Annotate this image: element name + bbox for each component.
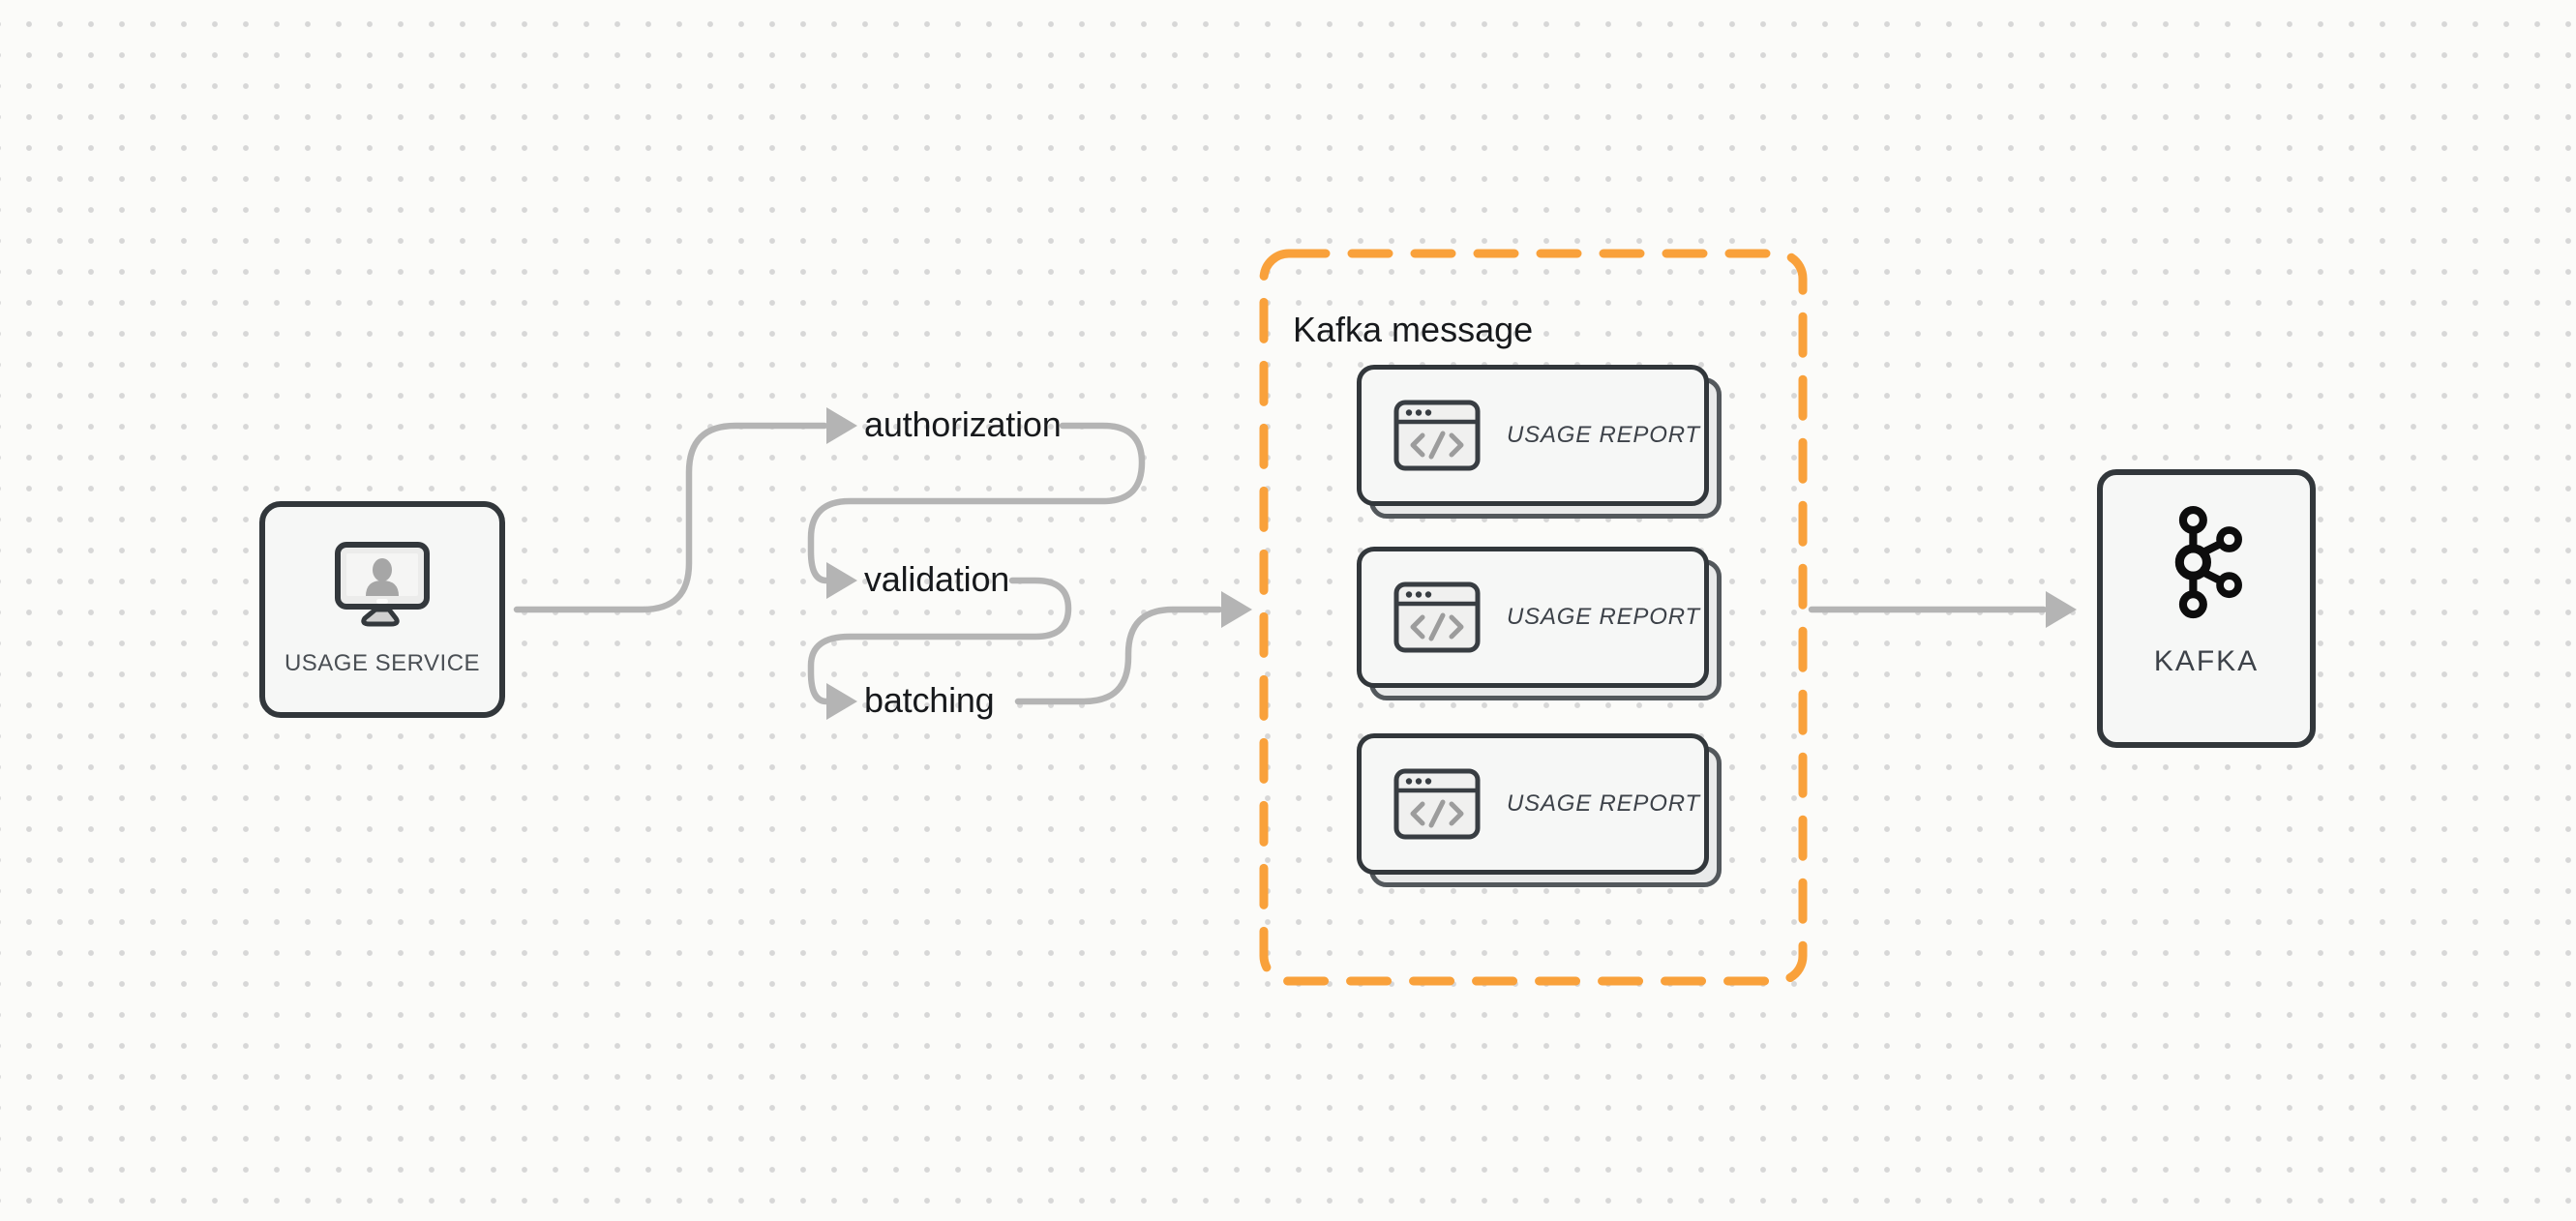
kafka-label: KAFKA bbox=[2153, 645, 2260, 677]
card-front: USAGE REPORT bbox=[1357, 733, 1709, 875]
code-window-icon bbox=[1393, 400, 1481, 471]
arrowhead-validation bbox=[826, 562, 857, 599]
connector-authorization-to-validation bbox=[807, 422, 1146, 584]
code-window-icon bbox=[1393, 581, 1481, 653]
monitor-user-icon bbox=[335, 542, 430, 627]
connector-batching-to-group bbox=[1014, 606, 1223, 705]
usage-report-label: USAGE REPORT bbox=[1507, 422, 1700, 448]
flow-label-authorization: authorization bbox=[864, 404, 1062, 445]
flow-label-batching: batching bbox=[864, 680, 995, 721]
usage-report-label: USAGE REPORT bbox=[1507, 604, 1700, 630]
arrowhead-authorization bbox=[826, 407, 857, 444]
usage-report-card: USAGE REPORT bbox=[1357, 365, 1722, 519]
connector-validation-to-batching bbox=[807, 577, 1072, 705]
arrowheads bbox=[826, 407, 2077, 720]
kafka-logo-icon bbox=[2174, 506, 2242, 619]
code-window-icon bbox=[1393, 768, 1481, 840]
usage-report-card: USAGE REPORT bbox=[1357, 547, 1722, 700]
arrowhead-batching bbox=[826, 683, 857, 720]
kafka-message-group-title: Kafka message bbox=[1293, 310, 1534, 350]
usage-service-label: USAGE SERVICE bbox=[284, 650, 481, 676]
usage-service-node: USAGE SERVICE bbox=[259, 501, 505, 718]
card-front: USAGE REPORT bbox=[1357, 365, 1709, 506]
flow-label-validation: validation bbox=[864, 559, 1010, 600]
usage-report-card: USAGE REPORT bbox=[1357, 733, 1722, 887]
connector-usage-to-authorization bbox=[513, 422, 828, 613]
kafka-node: KAFKA bbox=[2097, 469, 2316, 748]
usage-report-label: USAGE REPORT bbox=[1507, 790, 1700, 817]
arrowhead-group bbox=[1221, 591, 1252, 628]
arrowhead-kafka bbox=[2046, 591, 2077, 628]
kafka-message-group-frame bbox=[1259, 249, 1808, 986]
card-front: USAGE REPORT bbox=[1357, 547, 1709, 688]
